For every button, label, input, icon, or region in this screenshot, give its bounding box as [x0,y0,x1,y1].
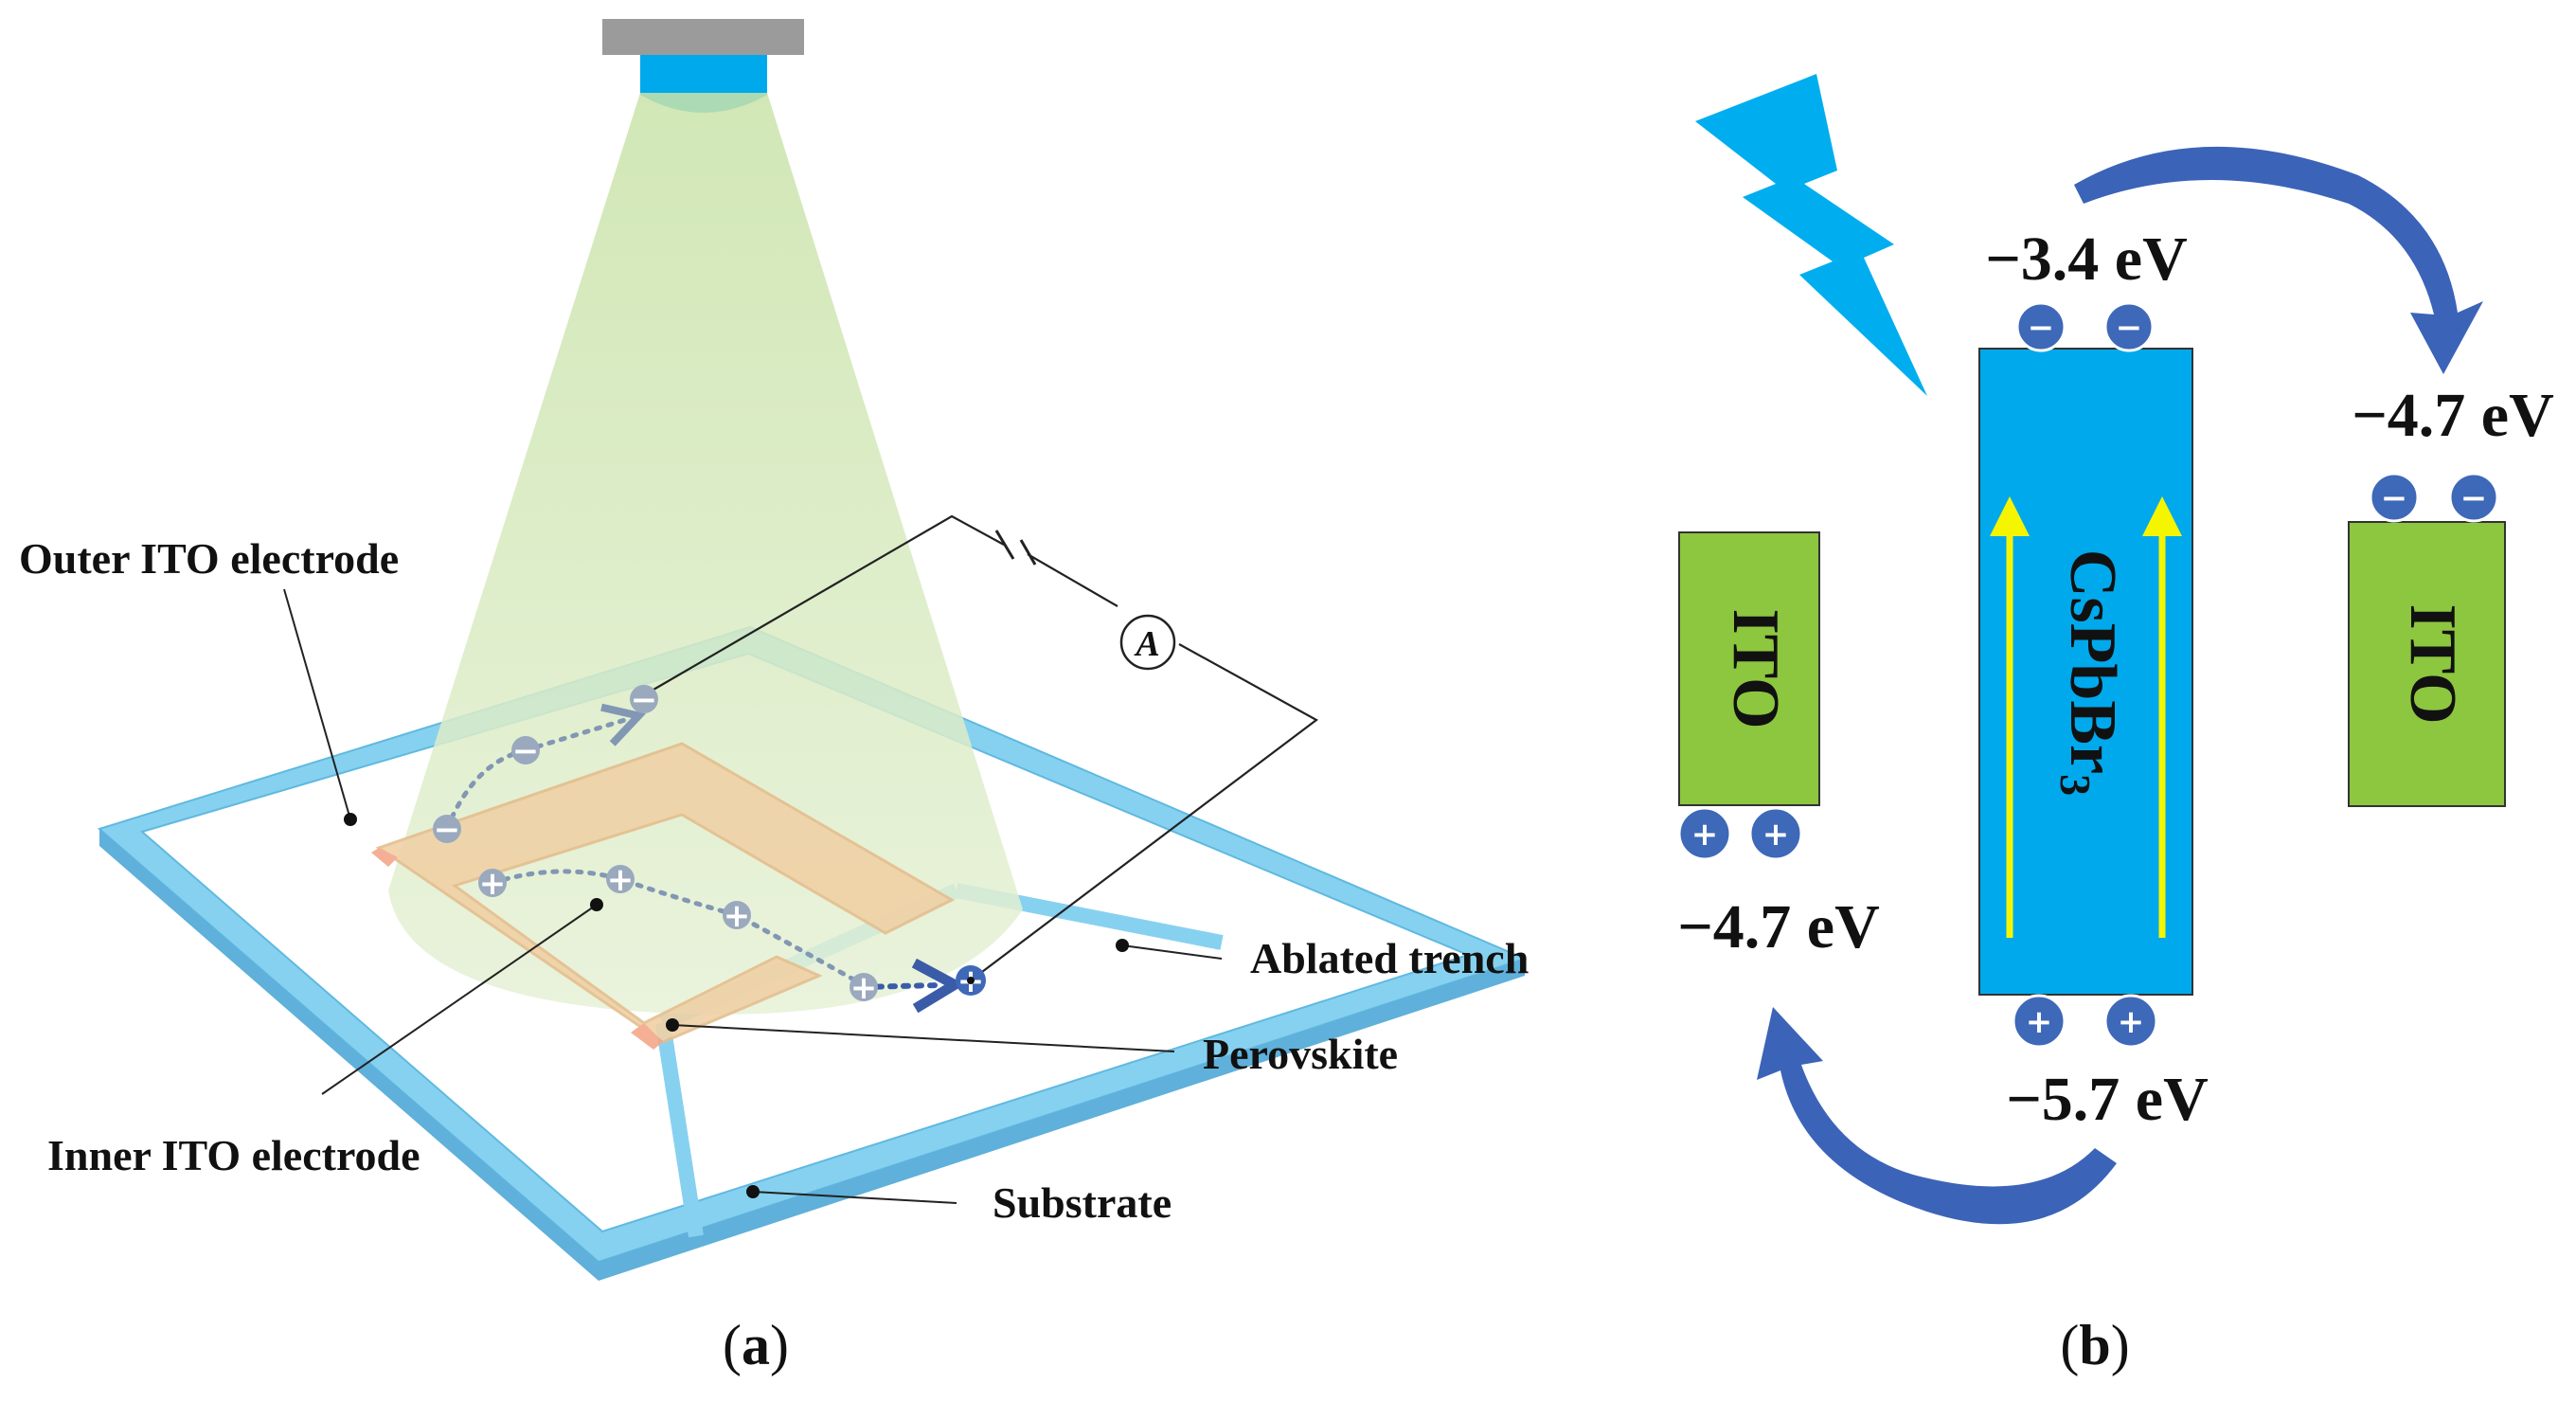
leader-dots [344,813,1129,1198]
svg-text:+: + [607,861,635,899]
svg-text:−: − [631,681,658,719]
hole-charge: + [723,897,751,935]
hole-charge: + [2103,994,2158,1049]
electron-transfer-arrow [2074,146,2483,374]
svg-text:−: − [434,811,461,849]
light-cone [388,93,1023,1015]
perovskite-band-box [1978,348,2193,996]
hole-charge: + [1748,806,1803,861]
conduction-band-energy: −3.4 eV [1985,225,2188,294]
leader-lines [283,588,1223,1204]
svg-text:+: + [724,897,751,935]
svg-text:+: + [1762,816,1790,854]
svg-text:+: + [479,865,507,903]
right-ito-box [2348,521,2506,807]
lamp-mount [602,19,804,55]
svg-text:+: + [2118,1003,2145,1041]
perovskite-label: Perovskite [1203,1030,1398,1078]
lightning-icon [1695,74,1927,396]
hole-path [490,869,867,988]
electron-charge: − [2448,472,2499,523]
battery-plate-short [1019,539,1037,566]
substrate-label: Substrate [993,1178,1172,1227]
svg-text:−: − [2116,309,2143,347]
svg-text:−: − [512,732,540,770]
svg-text:−: − [2381,479,2408,517]
electron-charge: − [2103,301,2155,352]
substrate-edge [99,829,1525,1281]
svg-text:+: + [2026,1003,2053,1041]
ammeter-icon [1119,614,1176,671]
hole-charge: + [850,969,878,1007]
ablated-trench-label: Ablated trench [1250,934,1529,982]
ammeter-symbol: A [1134,624,1159,664]
outer-electrode-label: Outer ITO electrode [19,534,399,583]
battery-plate-long [994,530,1015,560]
panel-a-caption: (a) [723,1314,789,1376]
panel-b: ITO CsPbBr3 ITO − − − − + + + + −3.4 eV … [1677,74,2554,1376]
hole-charge: + [606,861,635,899]
electron-charge: − [630,681,658,719]
svg-text:+: + [850,969,878,1007]
valence-band-energy: −5.7 eV [2006,1065,2209,1134]
electron-charge: − [511,732,540,770]
electron-charge: − [2015,301,2066,352]
inner-electrode-label: Inner ITO electrode [47,1131,420,1179]
hole-transfer-arrow [1757,1007,2117,1225]
svg-text:−: − [2460,479,2488,517]
hole-charge: + [1677,806,1732,861]
electron-charge: − [2369,472,2420,523]
electron-charge: − [433,811,461,849]
right-ito-label: ITO [2396,603,2469,724]
left-ito-box [1678,531,1820,806]
svg-text:+: + [1691,816,1719,854]
hole-charge: + [478,865,507,903]
right-ito-energy: −4.7 eV [2352,381,2554,450]
left-ito-energy: −4.7 eV [1677,892,1880,962]
panel-b-caption: (b) [2060,1314,2129,1376]
circuit-wire [653,514,1319,981]
left-ito-label: ITO [1719,608,1792,728]
hole-charge: + [2012,994,2066,1049]
perovskite-band-label: CsPbBr3 [2051,549,2129,796]
panel-a: A − − − + + + + + Outer [19,19,1529,1376]
perovskite-layer [371,742,956,1050]
svg-text:−: − [2028,309,2055,347]
